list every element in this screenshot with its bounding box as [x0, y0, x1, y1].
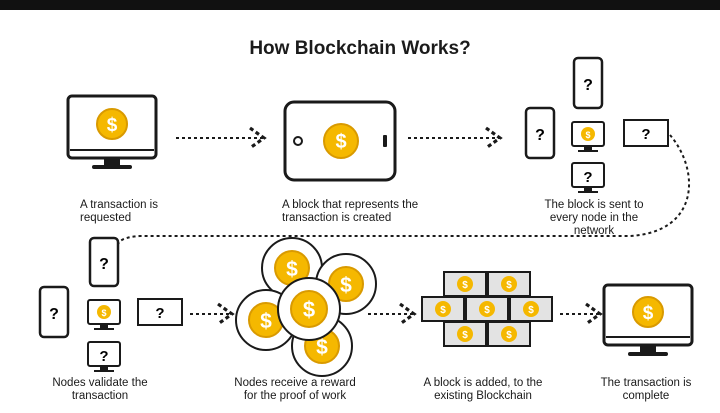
coin-dollar-icon: $	[528, 305, 534, 316]
page-title: How Blockchain Works?	[249, 38, 471, 59]
step6-blockchain-icon: $ $ $ $ $ $ $	[421, 271, 553, 347]
step2-tablet-icon: $	[283, 100, 397, 182]
coin-dollar-icon: $	[440, 305, 446, 316]
block-brick: $	[509, 296, 553, 322]
coin-dollar-icon: $	[506, 280, 512, 291]
coin-dollar-icon: $	[484, 305, 490, 316]
coin-dollar-icon: $	[107, 115, 118, 136]
block-brick: $	[421, 296, 465, 322]
step7-monitor-icon: $	[602, 283, 694, 356]
block-brick: $	[487, 321, 531, 347]
step4-nodes-icon: ? ? $ ? ?	[38, 236, 183, 372]
step5-coins-icon: $ $ $ $ $	[235, 237, 377, 377]
coin-dollar-icon: $	[643, 303, 654, 324]
svg-text:$: $	[303, 297, 315, 322]
question-icon: ?	[535, 127, 545, 144]
block-brick: $	[443, 271, 487, 297]
question-icon: ?	[641, 126, 650, 143]
step3-nodes-icon: ? ? $ ? ?	[524, 56, 669, 193]
question-icon: ?	[99, 348, 108, 365]
question-icon: ?	[49, 306, 59, 323]
coin-dollar-icon: $	[462, 280, 468, 291]
top-bar	[0, 0, 720, 10]
coin-dollar-icon: $	[101, 308, 106, 318]
coin-dollar-icon: $	[462, 330, 468, 341]
coin-dollar-icon: $	[506, 330, 512, 341]
block-brick: $	[465, 296, 509, 322]
step1-monitor-icon: $	[66, 94, 158, 169]
coin-dollar-icon: $	[585, 130, 590, 140]
block-brick: $	[443, 321, 487, 347]
svg-text:$: $	[260, 310, 272, 333]
question-icon: ?	[583, 169, 592, 186]
question-icon: ?	[583, 77, 593, 94]
block-brick: $	[487, 271, 531, 297]
coin-icon: $	[277, 277, 341, 341]
coin-dollar-icon: $	[335, 131, 346, 153]
svg-text:$: $	[286, 258, 298, 281]
arrow-3-to-4	[117, 134, 690, 245]
question-icon: ?	[155, 305, 164, 322]
svg-text:$: $	[340, 274, 352, 297]
question-icon: ?	[99, 256, 109, 273]
svg-text:$: $	[316, 336, 328, 359]
